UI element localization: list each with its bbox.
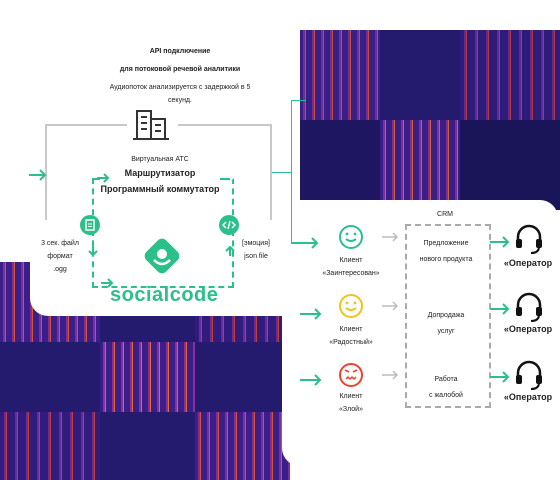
frame-right <box>270 124 272 220</box>
connector-main <box>272 172 292 173</box>
arrow-to-crm2 <box>382 301 399 311</box>
frame-top-right <box>178 124 272 126</box>
crm3-line2: с жалобой <box>429 392 463 399</box>
crm-box <box>405 224 491 408</box>
crm3-line1: Работа <box>434 376 458 383</box>
operator1-label: «Оператор <box>503 258 553 268</box>
arrow-to-crm1 <box>382 232 399 242</box>
api-title-line2: для потоковой речевой аналитики <box>119 66 241 73</box>
arrow-to-client1 <box>291 237 319 249</box>
file-icon <box>80 215 100 235</box>
face-interested-icon <box>338 224 364 255</box>
api-title-line1: API подключение <box>149 48 211 55</box>
socialcode-logo-icon <box>140 234 184 278</box>
arrow-to-operator3 <box>490 371 510 383</box>
arrow-down-left <box>88 246 98 257</box>
brand-name: socialcode <box>110 284 219 306</box>
arrow-to-operator2 <box>490 303 510 315</box>
crm2-line1: Допродажа <box>427 312 465 319</box>
client1-label-line2: «Заинтересован» <box>322 270 380 277</box>
arrow-left-top <box>97 173 110 183</box>
right-label-line2: json file <box>244 253 268 260</box>
pbx-router: Маршрутизатор <box>124 168 196 178</box>
headset-icon-1 <box>512 222 546 256</box>
arrow-up-right <box>225 245 235 256</box>
operator2-label: «Оператор <box>503 324 553 334</box>
face-angry-icon <box>338 362 364 393</box>
client3-label-line2: «Злой» <box>339 406 363 413</box>
client2-label-line1: Клиент <box>339 326 363 333</box>
client1-label-line1: Клиент <box>339 257 363 264</box>
headset-icon-3 <box>512 358 546 392</box>
crm1-line1: Предложение <box>423 240 469 247</box>
arrow-to-crm3 <box>382 370 399 380</box>
left-label-line2: формат <box>47 253 73 260</box>
headset-icon-2 <box>512 290 546 324</box>
left-label-line1: 3 сек. файл <box>41 240 79 247</box>
arrow-to-client2 <box>300 308 322 320</box>
pbx-label: Виртуальная АТС <box>131 156 189 163</box>
crm-panel <box>282 200 558 466</box>
api-desc-line1: Аудиопоток анализируется с задержкой в 5 <box>109 84 251 91</box>
connector-top <box>291 100 306 101</box>
crm1-line2: нового продукта <box>419 256 473 263</box>
crm-title: CRM <box>420 211 470 218</box>
dashed-loop-top-left <box>92 178 100 182</box>
left-label-line3: .ogg <box>53 266 67 273</box>
pbx-switch: Программный коммутатор <box>100 184 220 194</box>
building-icon <box>133 107 171 141</box>
client2-label-line2: «Радостный» <box>329 339 373 346</box>
arrow-to-operator1 <box>490 236 510 248</box>
frame-top-left <box>45 124 127 126</box>
crm2-line2: услуг <box>437 328 455 335</box>
dashed-loop-top-right <box>220 178 230 182</box>
face-happy-icon <box>338 293 364 324</box>
arrow-to-client3 <box>300 374 322 386</box>
operator3-label: «Оператор <box>503 392 553 402</box>
frame-left <box>45 124 47 220</box>
spectrogram-top-right <box>300 30 560 210</box>
code-icon <box>219 215 239 235</box>
connector-vertical <box>291 100 292 243</box>
arrow-input-left <box>29 169 47 181</box>
arrow-right-bottom <box>101 278 114 288</box>
client3-label-line1: Клиент <box>339 393 363 400</box>
right-label-line1: [эмоция] <box>242 240 270 247</box>
api-desc-line2: секунд. <box>168 97 192 104</box>
